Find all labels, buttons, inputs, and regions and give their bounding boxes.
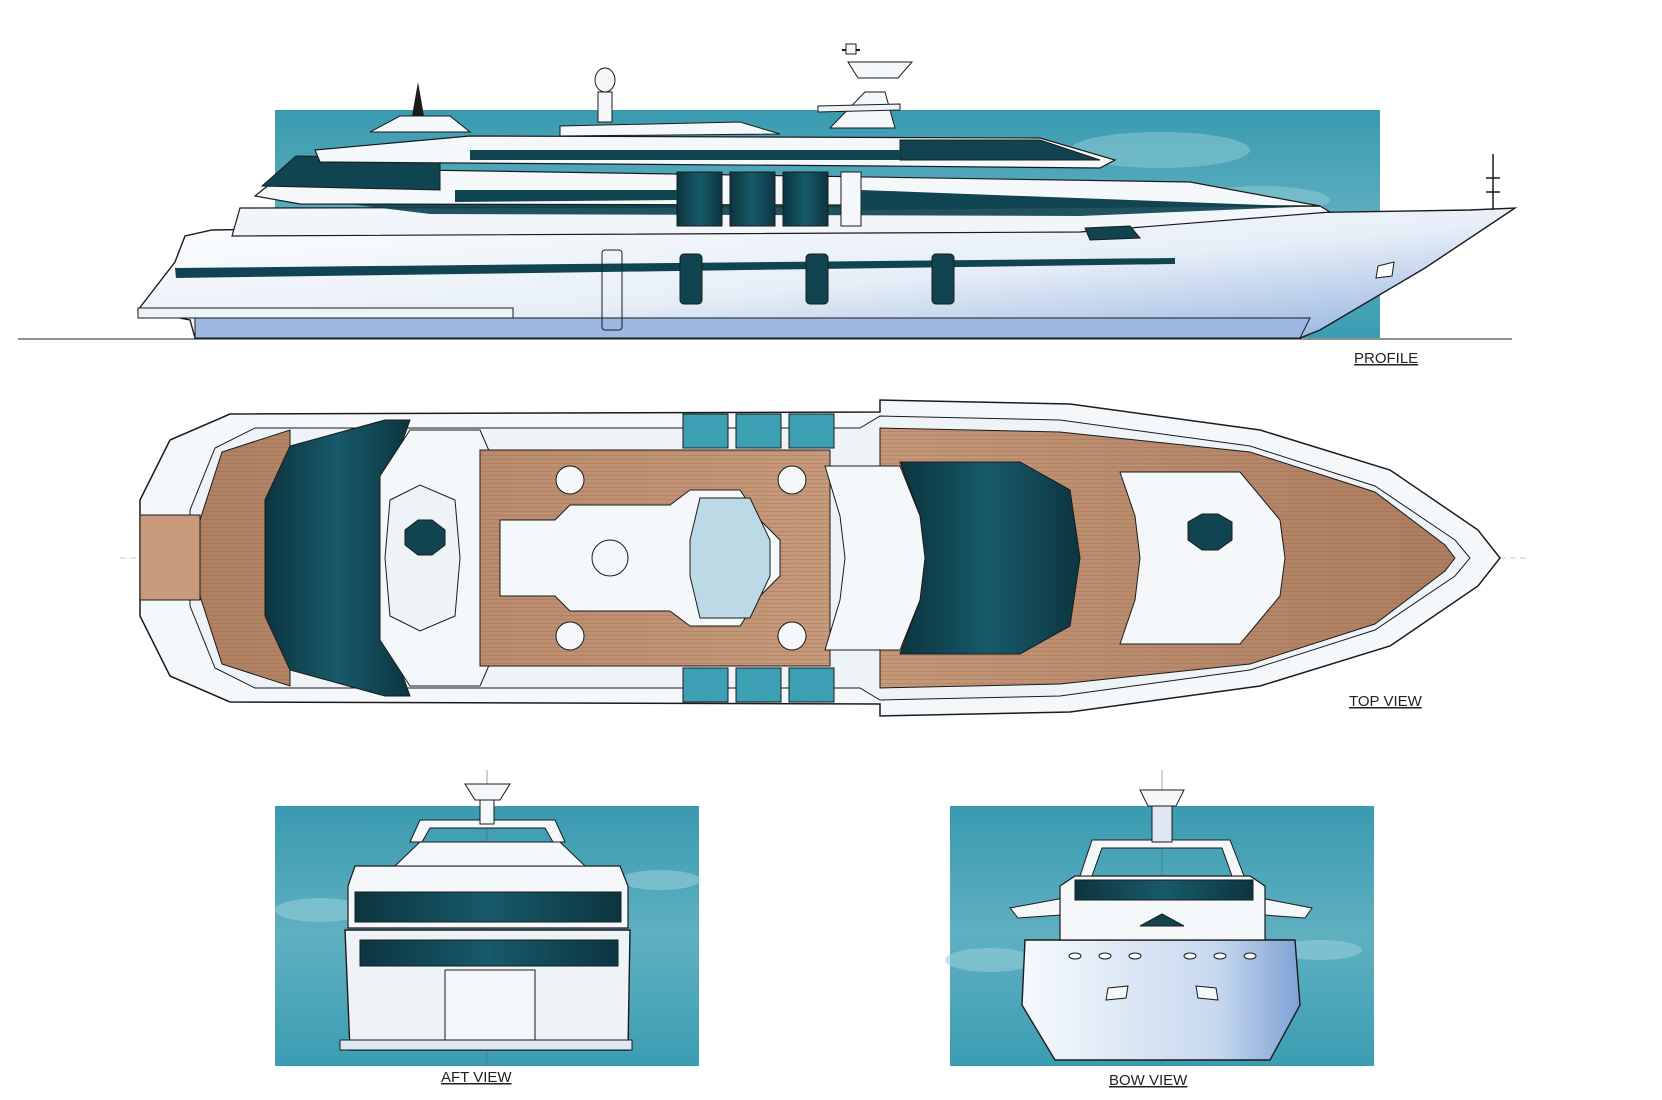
aft-bridge-deck	[393, 841, 587, 867]
top-fwd-lounge	[1119, 471, 1286, 645]
mast-icon	[817, 43, 914, 129]
profile-salon-door	[840, 171, 862, 227]
top-radar-dome	[591, 539, 629, 577]
profile-bow-window	[1084, 225, 1142, 241]
aft-clouds	[275, 870, 700, 922]
radar-dome-icon	[464, 783, 511, 825]
radar-dome-icon	[594, 67, 616, 123]
profile-salon-window-3	[782, 171, 829, 227]
mast-icon	[1139, 789, 1185, 843]
aft-upper-glazing	[354, 891, 622, 923]
skylight-icon	[384, 484, 461, 632]
bow-mast-icon	[1486, 154, 1500, 210]
profile-anchor-pocket	[1375, 261, 1395, 279]
profile-aft-hardtop	[369, 115, 472, 133]
profile-hull-stripe	[175, 258, 1175, 278]
profile-hull-windows	[679, 253, 955, 305]
profile-upper-stripe	[455, 190, 677, 202]
bow-fwd-lounge	[1139, 913, 1185, 927]
profile-bridge-window-band	[470, 150, 900, 160]
bow-anchor-pockets	[1105, 985, 1219, 1001]
label-aft-view: AFT VIEW	[441, 1069, 512, 1086]
bow-portholes	[1068, 952, 1257, 960]
top-view	[120, 399, 1530, 717]
aft-hull-glazing	[359, 939, 619, 967]
profile-boot-stripe	[194, 317, 1311, 339]
profile-hardtop	[559, 121, 781, 137]
profile-view	[18, 43, 1518, 340]
profile-hull-door	[601, 249, 623, 331]
bow-view	[945, 770, 1374, 1066]
top-transom-steps	[139, 514, 201, 601]
aft-arch	[409, 819, 566, 843]
profile-salon-window-2	[729, 171, 776, 227]
bow-upper-glazing	[1074, 879, 1254, 901]
label-bow-view: BOW VIEW	[1109, 1072, 1188, 1089]
top-deck-cleats	[555, 465, 807, 651]
profile-aft-mast	[412, 82, 424, 116]
aft-swim-platform	[339, 1039, 633, 1051]
label-profile: PROFILE	[1354, 350, 1418, 367]
skylight-icon	[1187, 513, 1233, 551]
aft-view	[275, 770, 700, 1066]
top-windscreen	[899, 461, 1081, 655]
profile-salon-window-1	[676, 171, 723, 227]
bow-clouds	[945, 940, 1362, 972]
bow-hull	[1021, 939, 1301, 1061]
top-pool	[689, 497, 771, 619]
profile-swim-platform	[137, 307, 514, 319]
bow-arch	[1079, 839, 1245, 877]
label-top-view: TOP VIEW	[1349, 693, 1423, 710]
aft-transom-door	[444, 969, 536, 1047]
profile-upper-stripe-fwd	[861, 190, 1290, 210]
top-bridge	[824, 465, 926, 651]
top-side-windows	[682, 413, 835, 703]
